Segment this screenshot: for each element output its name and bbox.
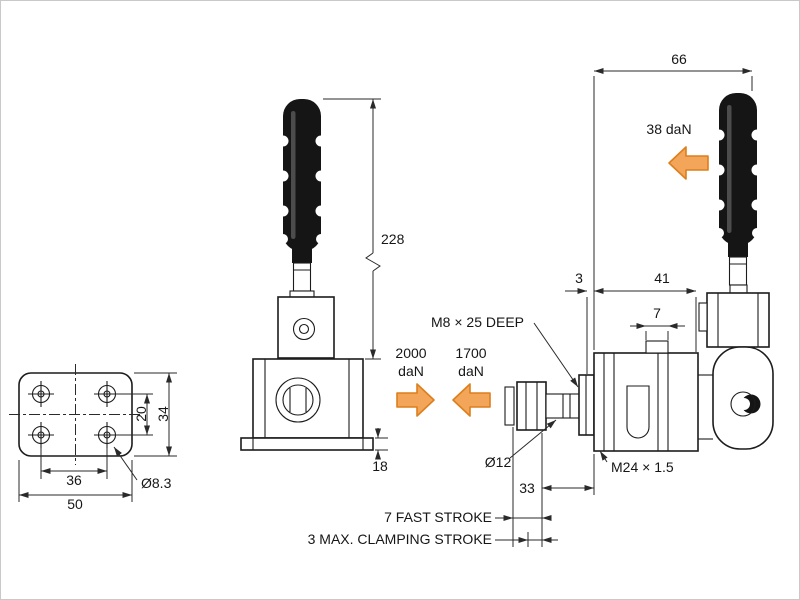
pull-force-value: 1700 [455,345,486,361]
side-view: 66 38 daN 3 41 7 M8 × 25 DEEP 2000 daN 1… [308,51,774,547]
front-view-dimension-lines [323,98,388,458]
hole-diameter-label: Ø8.3 [141,475,172,491]
knuckle-bore [730,391,756,417]
plate-centerlines [9,364,143,465]
thread-note-m8-label: M8 × 25 DEEP [431,314,524,330]
dim-7-label: 7 [653,305,661,321]
dim-33-label: 33 [519,480,535,496]
clamp-force-arrow-icon [396,383,435,417]
pull-force-unit: daN [458,363,484,379]
clamp-force-unit: daN [398,363,424,379]
handle-grip [276,98,328,292]
body-slot [626,385,650,439]
base-view-arrowheads [19,373,172,498]
front-view-arrowheads [370,99,381,460]
pivot-housing [706,292,770,348]
dim-18-label: 18 [372,458,388,474]
clamp-force-value: 2000 [395,345,426,361]
side-view-dimension-lines [495,70,753,547]
spindle-bore-outer [275,377,321,423]
dim-3-label: 3 [575,270,583,286]
thread-m24-label: M24 × 1.5 [611,459,674,475]
side-view-arrowheads [503,68,752,543]
housing-tab [698,302,708,332]
clamp-spindle [504,374,595,436]
pull-force-arrow-icon [452,383,491,417]
dim-36-label: 36 [66,472,82,488]
pressure-pad [504,386,515,426]
handle-force-arrow-icon [668,146,709,180]
front-view: 228 18 [240,98,405,474]
dimension-break [365,252,381,272]
dim-50-label: 50 [67,496,83,512]
base-plate-view: 20 34 36 50 Ø8.3 [9,364,177,512]
rod-diameter-label: Ø12 [485,454,512,470]
spindle-bore-inner [282,384,314,416]
clamp-arm-block [277,296,335,359]
force-annotations [396,146,709,417]
base-flange-front [240,437,374,451]
mounting-holes [28,381,120,448]
pivot-knuckle [712,346,774,450]
clamping-stroke-label: 3 MAX. CLAMPING STROKE [308,531,492,547]
dim-20-label: 20 [133,406,149,422]
dim-228-label: 228 [381,231,405,247]
handle-grip-side [712,92,764,286]
dim-34-label: 34 [155,406,171,422]
fast-stroke-label: 7 FAST STROKE [384,509,492,525]
handle-force-label: 38 daN [646,121,691,137]
body-boss [645,340,669,354]
hex-nut [516,381,547,431]
dim-66-label: 66 [671,51,687,67]
arm-pivot-hole [292,317,316,341]
dim-41-label: 41 [654,270,670,286]
